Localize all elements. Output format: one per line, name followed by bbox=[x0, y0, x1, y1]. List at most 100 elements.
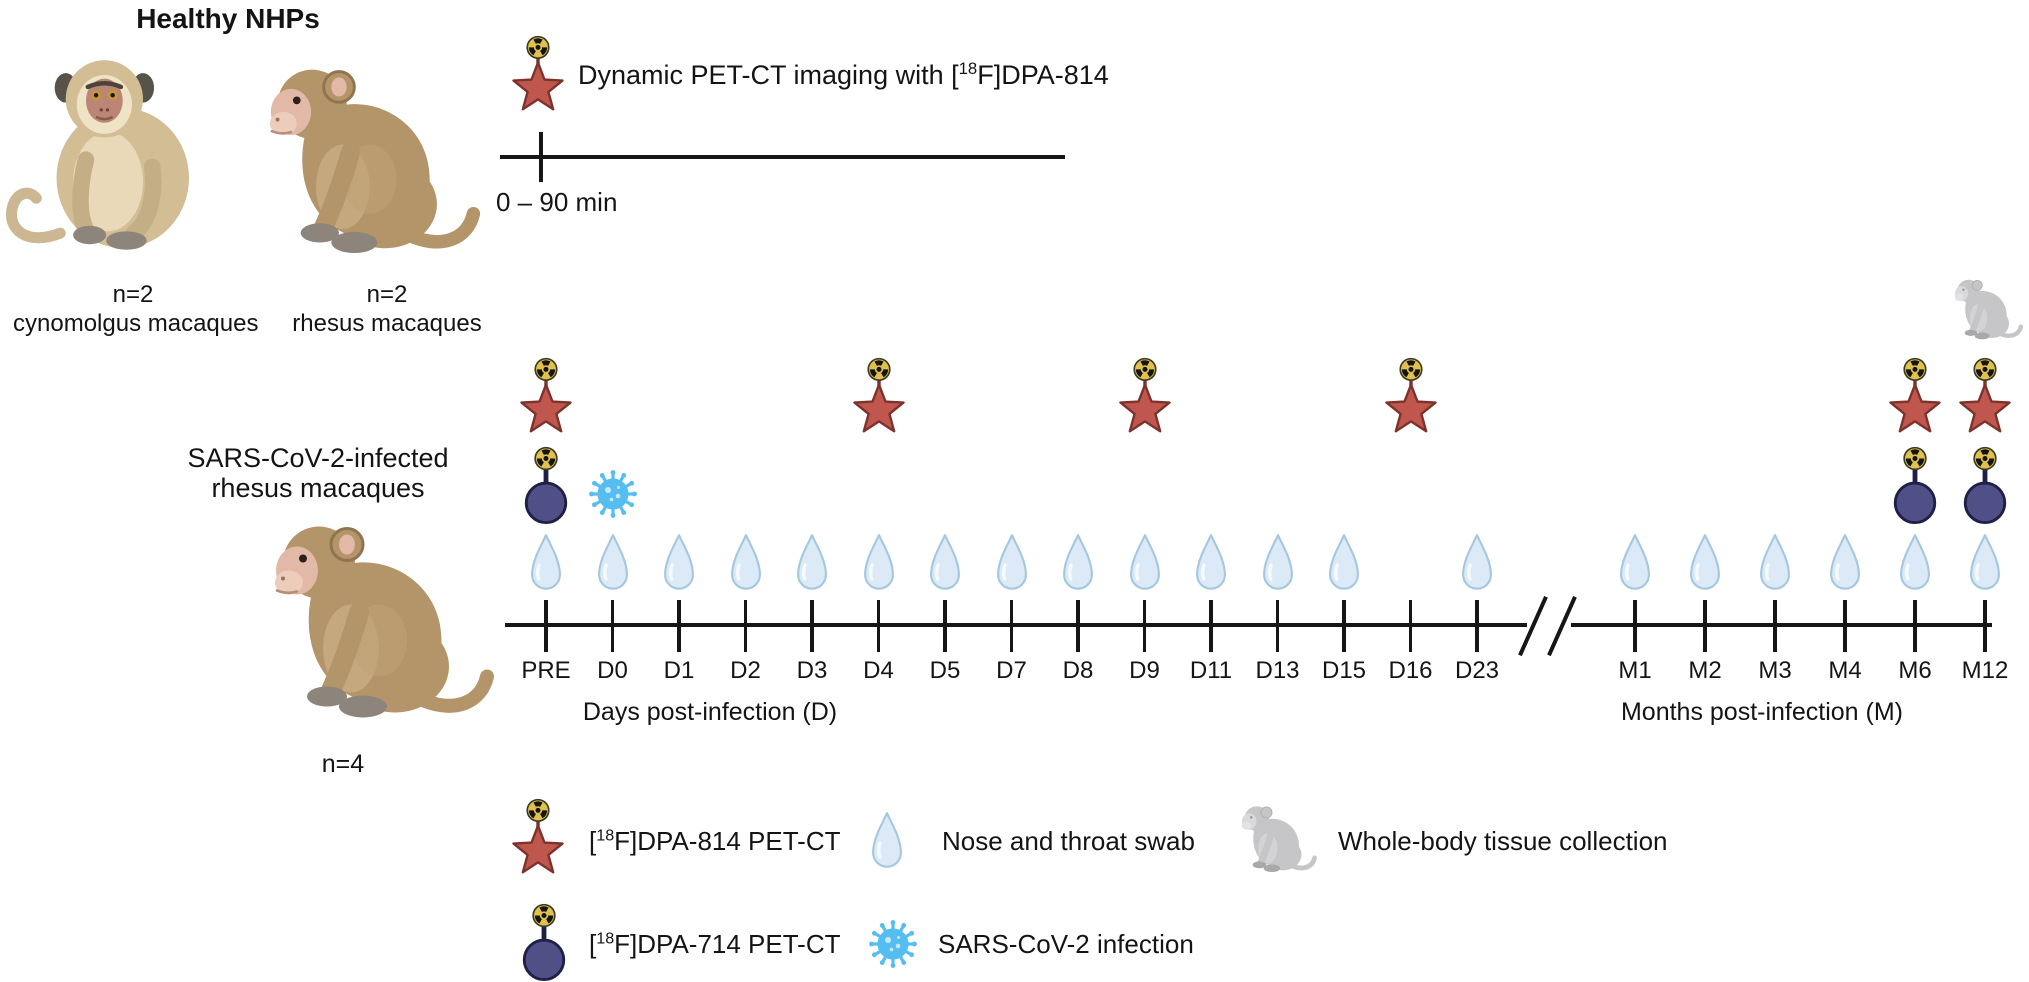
timeline-tick-d9 bbox=[1142, 600, 1147, 652]
virus-icon bbox=[868, 919, 918, 969]
timeline-tick-label-m6: M6 bbox=[1898, 657, 1932, 684]
swab-drop-icon bbox=[1059, 532, 1097, 594]
infected-panel-title: SARS-CoV-2-infected rhesus macaques bbox=[187, 443, 449, 503]
cynomolgus-group-label: n=2 cynomolgus macaques bbox=[13, 280, 259, 338]
swab-drop-icon bbox=[594, 532, 632, 594]
timeline-tick-label-d3: D3 bbox=[796, 657, 828, 684]
main-timeline-axis bbox=[505, 623, 1992, 627]
swab-drop-icon bbox=[993, 532, 1031, 594]
timeline-tick-d1 bbox=[677, 600, 681, 652]
swab-drop-icon bbox=[527, 532, 565, 594]
timeline-tick-d3 bbox=[810, 600, 814, 652]
infected-rhesus-illustration bbox=[247, 508, 497, 729]
timeline-tick-label-d4: D4 bbox=[863, 657, 894, 684]
swab-drop-icon bbox=[1896, 532, 1934, 594]
pet714-circle-icon bbox=[1886, 446, 1944, 525]
swab-drop-icon bbox=[1966, 532, 2004, 594]
timeline-tick-label-pre: PRE bbox=[521, 657, 571, 684]
legend-swab-label: Nose and throat swab bbox=[942, 826, 1195, 856]
timeline-tick-d5 bbox=[943, 600, 947, 652]
timeline-tick-d4 bbox=[876, 600, 881, 652]
swab-drop-icon bbox=[1458, 532, 1496, 594]
timeline-tick-d2 bbox=[743, 600, 748, 652]
pet814-star-icon bbox=[1115, 357, 1175, 441]
cynomolgus-count: n=2 bbox=[112, 281, 154, 308]
pet714-circle-icon bbox=[517, 446, 575, 525]
timeline-tick-label-d11: D11 bbox=[1189, 657, 1233, 684]
timeline-tick-d13 bbox=[1275, 600, 1280, 652]
timeline-tick-m2 bbox=[1703, 600, 1707, 652]
swab-drop-icon bbox=[1616, 532, 1654, 594]
cynomolgus-species: cynomolgus macaques bbox=[13, 310, 259, 337]
swab-drop-icon bbox=[868, 810, 906, 872]
necropsy-monkey-icon bbox=[1232, 800, 1318, 876]
swab-drop-icon bbox=[1192, 532, 1230, 594]
healthy-panel-title: Healthy NHPs bbox=[136, 3, 320, 34]
legend-infection-label: SARS-CoV-2 infection bbox=[938, 929, 1194, 959]
rhesus-count: n=2 bbox=[366, 281, 408, 308]
pet814-star-icon bbox=[1955, 357, 2015, 441]
dynamic-imaging-label: Dynamic PET-CT imaging with [18F]DPA-814 bbox=[578, 59, 1109, 90]
swab-drop-icon bbox=[1325, 532, 1363, 594]
timeline-tick-label-m2: M2 bbox=[1688, 657, 1722, 684]
pet814-star-icon bbox=[508, 35, 568, 119]
timeline-tick-label-d23: D23 bbox=[1454, 657, 1500, 684]
timeline-tick-label-m3: M3 bbox=[1758, 657, 1792, 684]
timeline-tick-label-d2: D2 bbox=[730, 657, 761, 684]
timeline-tick-label-d15: D15 bbox=[1321, 657, 1367, 684]
swab-drop-icon bbox=[1756, 532, 1794, 594]
necropsy-monkey-icon bbox=[1946, 274, 2024, 343]
infected-count: n=4 bbox=[321, 750, 365, 778]
dynamic-imaging-axis bbox=[500, 155, 1065, 159]
pet814-star-icon bbox=[1885, 357, 1945, 441]
rhesus-macaque-illustration bbox=[243, 52, 483, 264]
day-axis-caption: Days post-infection (D) bbox=[582, 698, 838, 726]
timeline-tick-d23 bbox=[1475, 600, 1479, 652]
swab-drop-icon bbox=[660, 532, 698, 594]
timeline-tick-m3 bbox=[1773, 600, 1777, 652]
timeline-tick-d8 bbox=[1076, 600, 1080, 652]
timeline-tick-label-m12: M12 bbox=[1961, 657, 2009, 684]
timeline-tick-d16 bbox=[1408, 600, 1413, 652]
dynamic-imaging-duration: 0 – 90 min bbox=[496, 187, 618, 217]
month-axis-caption: Months post-infection (M) bbox=[1620, 698, 1904, 726]
timeline-tick-label-m4: M4 bbox=[1828, 657, 1862, 684]
dynamic-imaging-tick bbox=[539, 132, 543, 182]
legend-pet714-label: [18F]DPA-714 PET-CT bbox=[589, 929, 841, 959]
swab-drop-icon bbox=[1126, 532, 1164, 594]
swab-drop-icon bbox=[926, 532, 964, 594]
virus-icon bbox=[588, 469, 638, 519]
timeline-tick-label-d9: D9 bbox=[1129, 657, 1160, 684]
swab-drop-icon bbox=[860, 532, 898, 594]
timeline-tick-pre bbox=[544, 600, 548, 652]
timeline-tick-m4 bbox=[1843, 600, 1847, 652]
pet714-circle-icon bbox=[1956, 446, 2014, 525]
cynomolgus-macaque-illustration bbox=[5, 48, 235, 262]
pet814-star-icon bbox=[1381, 357, 1441, 441]
rhesus-group-label: n=2 rhesus macaques bbox=[267, 280, 507, 338]
pet814-star-icon bbox=[516, 357, 576, 441]
timeline-tick-label-d13: D13 bbox=[1255, 657, 1300, 684]
timeline-tick-label-d8: D8 bbox=[1062, 657, 1094, 684]
timeline-tick-d11 bbox=[1209, 600, 1213, 652]
swab-drop-icon bbox=[727, 532, 765, 594]
pet814-star-icon bbox=[508, 798, 568, 882]
rhesus-species: rhesus macaques bbox=[292, 310, 482, 337]
legend-pet814-label: [18F]DPA-814 PET-CT bbox=[589, 826, 841, 856]
legend-necropsy-label: Whole-body tissue collection bbox=[1338, 826, 1668, 856]
timeline-tick-label-d1: D1 bbox=[663, 657, 695, 684]
swab-drop-icon bbox=[1826, 532, 1864, 594]
timeline-tick-label-m1: M1 bbox=[1618, 657, 1652, 684]
swab-drop-icon bbox=[1686, 532, 1724, 594]
timeline-tick-label-d7: D7 bbox=[996, 657, 1027, 684]
timeline-tick-label-d0: D0 bbox=[597, 657, 628, 684]
timeline-tick-label-d5: D5 bbox=[929, 657, 961, 684]
pet814-star-icon bbox=[849, 357, 909, 441]
timeline-tick-m1 bbox=[1633, 600, 1637, 652]
swab-drop-icon bbox=[1259, 532, 1297, 594]
pet714-circle-icon bbox=[515, 903, 573, 982]
timeline-tick-d7 bbox=[1009, 600, 1014, 652]
swab-drop-icon bbox=[793, 532, 831, 594]
timeline-tick-d0 bbox=[610, 600, 615, 652]
